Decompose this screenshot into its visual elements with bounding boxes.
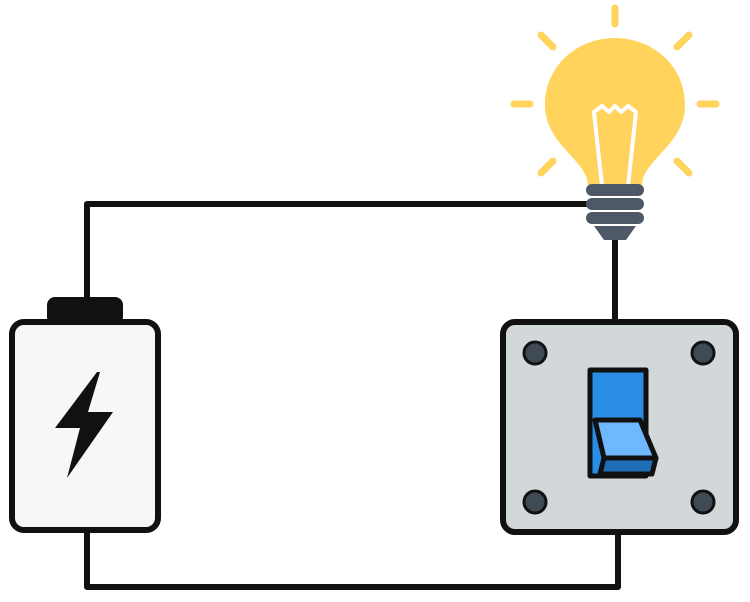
screw-icon	[522, 489, 548, 515]
bulb-filament	[592, 104, 638, 188]
wire-battery-to-bulb	[84, 201, 595, 303]
bulb-glass	[545, 38, 685, 186]
screw-icon	[690, 489, 716, 515]
screw-icon	[690, 340, 716, 366]
battery-icon	[9, 297, 161, 533]
wire-switch-to-battery	[84, 527, 621, 590]
wires	[84, 201, 621, 590]
light-bulb-icon	[510, 4, 720, 240]
battery-terminal	[47, 297, 123, 325]
switch-screws	[522, 340, 716, 515]
switch-toggle	[587, 367, 659, 479]
bulb-base	[586, 184, 644, 240]
screw-icon	[522, 340, 548, 366]
light-rays	[510, 4, 720, 177]
toggle-switch-icon	[500, 319, 739, 535]
lightning-bolt-icon	[55, 372, 113, 478]
